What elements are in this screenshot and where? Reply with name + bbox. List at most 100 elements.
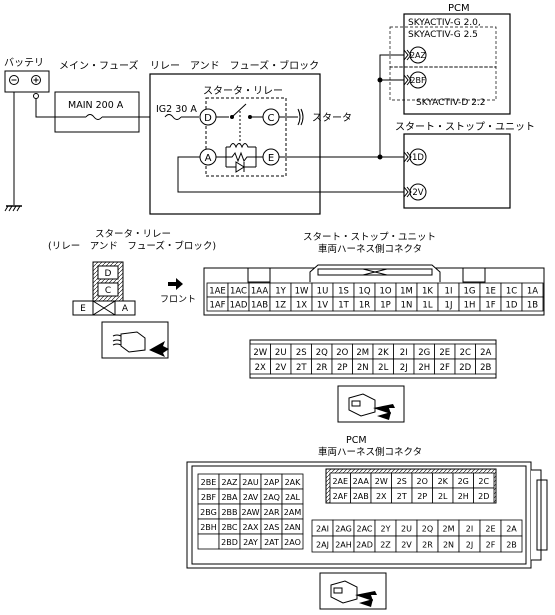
svg-text:2V: 2V: [412, 188, 423, 198]
pin-label: 1T: [338, 301, 349, 311]
pin-label: 2B: [480, 363, 491, 373]
pin-label: 2S: [397, 477, 407, 486]
pin-label: 2Q: [316, 348, 328, 358]
pcm-connector-latch: [531, 469, 542, 561]
pin-label: 1M: [400, 287, 413, 297]
wire-relay-a-ss: [177, 156, 404, 193]
pin-label: 2E: [485, 525, 495, 534]
pin-label: 2F: [440, 363, 450, 373]
pin-label: 1S: [338, 287, 349, 297]
pin-label: 1F: [485, 301, 495, 311]
pin-label: 2D: [478, 492, 489, 501]
pcm-box: [403, 13, 511, 115]
pin-label: 1G: [464, 287, 476, 297]
pin-label: 2A: [480, 348, 491, 358]
pin-label: 2J: [466, 541, 473, 550]
main-fuse-box: [54, 91, 140, 133]
pin-label: 1R: [359, 301, 370, 311]
relay-view-title: スタータ・リレー: [95, 229, 171, 240]
pin-label: 2AL: [285, 493, 301, 502]
pin-label: 2AS: [264, 523, 280, 532]
pin-label: 1AD: [230, 301, 248, 311]
pin-cell: [521, 296, 544, 312]
pin-label: 2AP: [264, 478, 280, 487]
pcm-engine-g25: SKYACTIV-G 2.5: [408, 30, 478, 40]
pin-label: 2AI: [316, 525, 329, 534]
starter-relay-label: スタータ・リレー: [203, 85, 283, 97]
pin-label: 1AF: [209, 301, 225, 311]
pin-label: 2H: [458, 492, 469, 501]
pin-label: 2U: [401, 525, 412, 534]
pin-label: 2T: [397, 492, 407, 501]
pin-label: 2AO: [284, 538, 301, 547]
svg-text:D: D: [105, 269, 112, 279]
pin-label: 2S: [296, 348, 307, 358]
pin-label: 2E: [439, 348, 450, 358]
wire-relay-e-pcm: [279, 54, 404, 158]
main-fuse-symbol: [85, 114, 103, 120]
pcm-terminal-2az: [409, 46, 427, 64]
main-fuse: メイン・フューズ MAIN 200 A: [54, 59, 140, 133]
pin-label: 2BD: [221, 538, 238, 547]
pin-label: 2AK: [285, 478, 302, 487]
pin-label: 1J: [445, 301, 453, 311]
battery-label: バッテリ: [4, 57, 44, 69]
pin-label: 2C: [478, 477, 489, 486]
pin-label: 2Y: [381, 525, 391, 534]
pcm-engine-d22: SKYACTIV-D 2.2: [416, 98, 486, 108]
main-fuse-value: MAIN 200 A: [68, 100, 124, 111]
pin-label: 2BG: [200, 508, 217, 517]
ss-connector-title: スタート・ストップ・ユニット: [303, 232, 436, 243]
pin-label: 1Q: [358, 287, 370, 297]
starter-connector-symbol: [297, 108, 301, 126]
pin-label: 1K: [422, 287, 433, 297]
pin-label: 1AA: [251, 287, 268, 297]
pin-cell: [281, 533, 304, 550]
pin-label: 2J: [400, 363, 408, 373]
pin-label: 1AC: [230, 287, 247, 297]
pin-label: 2BB: [221, 508, 237, 517]
pin-label: 1Z: [275, 301, 286, 311]
relay-switch-blade: [231, 103, 247, 118]
pin-label: 1V: [317, 301, 328, 311]
pin-label: 2I: [400, 348, 408, 358]
pin-label: 2AV: [243, 493, 259, 502]
starter-label: スタータ: [312, 112, 352, 124]
pin-label: 2AY: [243, 538, 258, 547]
ss-terminal-2v: [409, 183, 427, 201]
pin-label: 1AB: [251, 301, 268, 311]
relay-coil: [226, 143, 256, 149]
pcm-label: PCM: [448, 3, 470, 14]
pcm-engine-g20: SKYACTIV-G 2.0,: [408, 18, 481, 28]
pin-label: 2BA: [221, 493, 238, 502]
pin-label: 2R: [422, 541, 433, 550]
svg-text:D: D: [204, 113, 212, 124]
plug-icon: [330, 580, 377, 607]
pin-label: 2O: [417, 477, 428, 486]
pin-label: 2M: [443, 525, 455, 534]
pin-label: 2AN: [284, 523, 301, 532]
pin-label: 2G: [418, 348, 430, 358]
pin-label: 2AR: [263, 508, 280, 517]
relay-fuse-block-label: リレー アンド フューズ・ブロック: [150, 59, 319, 72]
pin-label: 2BC: [221, 523, 237, 532]
front-label: フロント: [160, 295, 196, 305]
pin-label: 1E: [485, 287, 496, 297]
pin-label: 2AB: [353, 492, 369, 501]
battery: バッテリ: [4, 57, 50, 212]
pin-label: 2AJ: [316, 541, 329, 550]
relay-resistor: [226, 151, 256, 163]
pin-label: 2BF: [201, 493, 217, 502]
pin-cell: [500, 535, 523, 553]
pin-label: 2L: [438, 492, 448, 501]
ground-icon: [4, 205, 22, 212]
pin-label: 1H: [464, 301, 476, 311]
relay-view-subtitle: (リレー アンド フューズ・ブロック): [48, 240, 216, 252]
start-stop-unit: スタート・ストップ・ユニット 1D 2V: [395, 121, 535, 209]
pin-label: 2P: [417, 492, 427, 501]
pin-label: 1A: [527, 287, 538, 297]
pin-label: 2G: [458, 477, 469, 486]
